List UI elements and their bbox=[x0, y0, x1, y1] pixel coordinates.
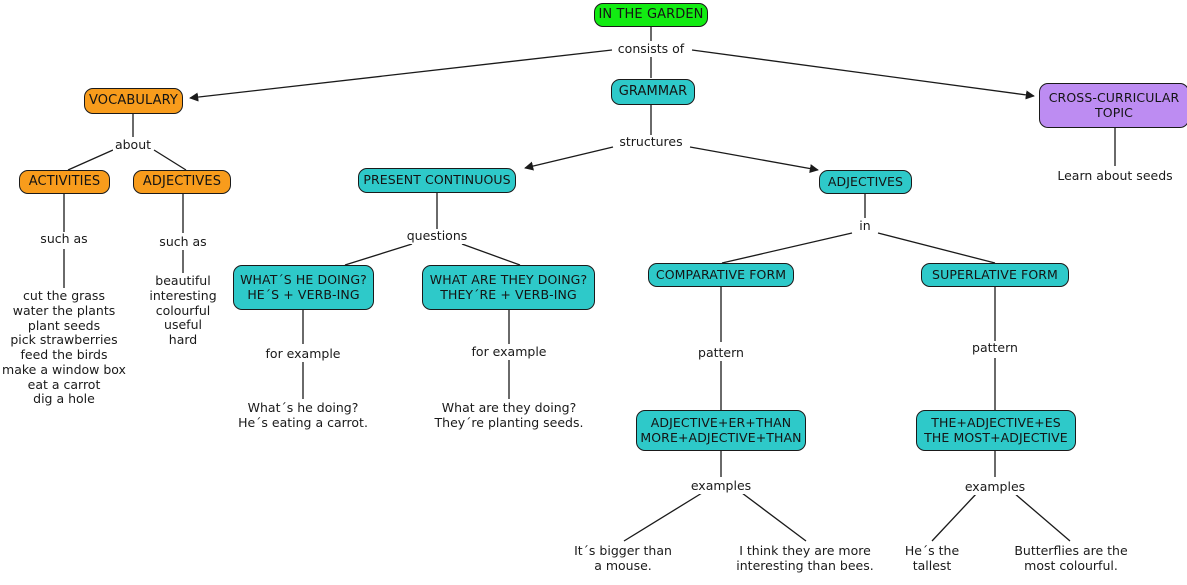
edge-examples-comp-2 bbox=[741, 492, 807, 542]
leaf-example-they: What are they doing? They´re planting se… bbox=[434, 400, 584, 430]
node-question-what-are-they-doing[interactable]: WHAT ARE THEY DOING? THEY´RE + VERB-ING bbox=[422, 265, 595, 310]
node-comparative-pattern[interactable]: ADJECTIVE+ER+THAN MORE+ADJECTIVE+THAN bbox=[636, 410, 806, 451]
edge-examples-sup-1 bbox=[931, 492, 978, 542]
leaf-cross-curricular-note: Learn about seeds bbox=[1057, 168, 1173, 183]
link-label-such-as-adjectives: such as bbox=[157, 234, 209, 250]
link-label-consists-of: consists of bbox=[615, 41, 687, 57]
edge-examples-sup-2 bbox=[1013, 492, 1071, 542]
edge-examples-comp-1 bbox=[623, 492, 703, 542]
edge-structures-present bbox=[524, 146, 614, 171]
link-label-about: about bbox=[112, 137, 154, 153]
edge-in-superlative bbox=[877, 232, 996, 264]
edge-questions-they bbox=[461, 243, 521, 266]
leaf-example-superlative-2: Butterflies are the most colourful. bbox=[1014, 543, 1128, 573]
node-superlative-pattern[interactable]: THE+ADJECTIVE+ES THE MOST+ADJECTIVE bbox=[916, 410, 1076, 451]
link-label-pattern-superlative: pattern bbox=[970, 340, 1020, 356]
node-cross-curricular-topic[interactable]: CROSS-CURRICULAR TOPIC bbox=[1039, 83, 1187, 128]
edge-about-vocab-adjectives bbox=[153, 149, 187, 171]
node-comparative-form[interactable]: COMPARATIVE FORM bbox=[648, 263, 794, 287]
edge-consists-vocabulary bbox=[189, 49, 613, 102]
link-label-pattern-comparative: pattern bbox=[696, 345, 746, 361]
leaf-example-comparative-1: It´s bigger than a mouse. bbox=[574, 543, 672, 573]
node-vocabulary[interactable]: VOCABULARY bbox=[84, 88, 183, 114]
leaf-adjectives-list: beautiful interesting colourful useful h… bbox=[149, 273, 217, 347]
node-superlative-form[interactable]: SUPERLATIVE FORM bbox=[921, 263, 1069, 287]
edge-questions-he bbox=[344, 243, 413, 266]
leaf-activities-list: cut the grass water the plants plant see… bbox=[2, 288, 126, 407]
link-label-examples-comparative: examples bbox=[688, 478, 754, 494]
leaf-example-he: What´s he doing? He´s eating a carrot. bbox=[238, 400, 368, 430]
link-label-for-example-they: for example bbox=[469, 344, 549, 360]
link-label-structures: structures bbox=[617, 134, 685, 150]
leaf-example-comparative-2: I think they are more interesting than b… bbox=[736, 543, 874, 573]
link-label-such-as-activities: such as bbox=[38, 231, 90, 247]
edge-in-comparative bbox=[721, 232, 853, 264]
node-activities[interactable]: ACTIVITIES bbox=[19, 170, 110, 194]
link-label-for-example-he: for example bbox=[263, 346, 343, 362]
node-grammar-adjectives[interactable]: ADJECTIVES bbox=[819, 170, 912, 194]
edge-consists-cross bbox=[691, 49, 1035, 100]
node-present-continuous[interactable]: PRESENT CONTINUOUS bbox=[358, 168, 516, 193]
node-vocabulary-adjectives[interactable]: ADJECTIVES bbox=[133, 170, 231, 194]
node-question-what-is-he-doing[interactable]: WHAT´S HE DOING? HE´S + VERB-ING bbox=[233, 265, 374, 310]
link-label-questions: questions bbox=[404, 228, 470, 244]
edge-about-activities bbox=[67, 149, 114, 171]
link-label-examples-superlative: examples bbox=[962, 479, 1028, 495]
leaf-example-superlative-1: He´s the tallest bbox=[904, 543, 960, 573]
edge-structures-adjectives bbox=[689, 146, 819, 174]
node-grammar[interactable]: GRAMMAR bbox=[611, 79, 695, 105]
node-in-the-garden[interactable]: IN THE GARDEN bbox=[594, 3, 708, 27]
link-label-in: in bbox=[857, 218, 873, 234]
